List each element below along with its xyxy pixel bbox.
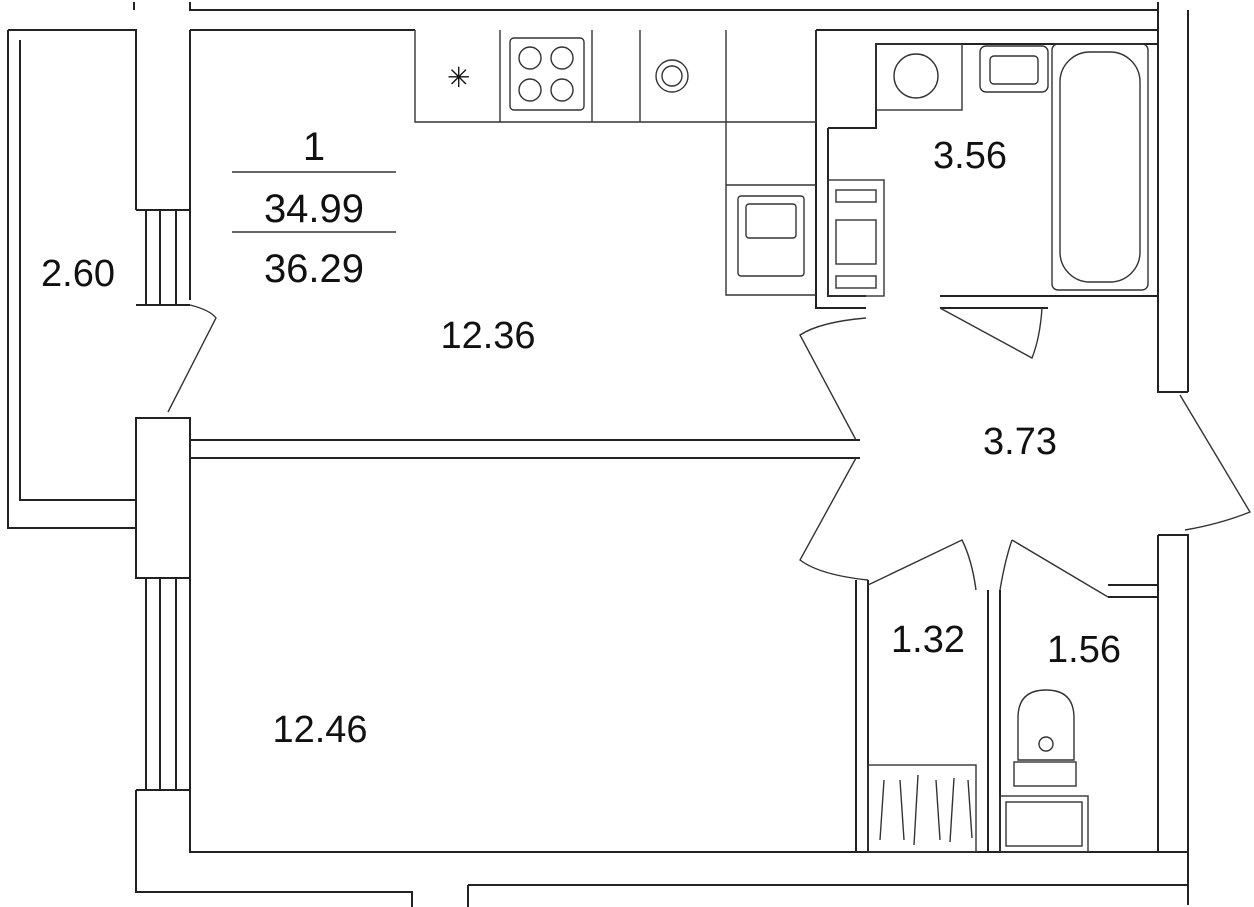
doors (167, 304, 1252, 598)
room-area-wardrobe: 1.32 (891, 619, 965, 661)
kitchen-sink-icon (737, 195, 805, 277)
dishwasher-icon (655, 59, 689, 93)
toilet-cabinet-icon (999, 795, 1089, 853)
wardrobe-rail-icon (867, 764, 977, 853)
washbasin-icon (979, 45, 1049, 93)
washing-machine-icon (875, 43, 963, 111)
rooms-count-label: 1 (303, 125, 325, 169)
bathtub-icon (1051, 43, 1149, 291)
living-area-label: 34.99 (264, 187, 364, 231)
kitchen-furniture: ✳ (414, 30, 817, 296)
apartment-summary: 1 34.99 36.29 (232, 125, 396, 291)
small-room-fixtures (867, 689, 1089, 853)
hob-icon (509, 37, 585, 111)
room-area-hallway: 3.73 (983, 421, 1057, 463)
room-area-bathroom: 3.56 (933, 135, 1007, 177)
room-area-kitchen: 12.36 (440, 315, 535, 357)
fridge-icon: ✳ (447, 62, 470, 93)
total-area-label: 36.29 (264, 247, 364, 291)
cabinet-icon (827, 179, 885, 297)
room-area-toilet: 1.56 (1047, 629, 1121, 671)
room-area-bedroom: 12.46 (272, 709, 367, 751)
room-area-balcony: 2.60 (41, 253, 115, 295)
bathroom-fixtures (827, 43, 1149, 297)
toilet-icon (1013, 689, 1077, 787)
